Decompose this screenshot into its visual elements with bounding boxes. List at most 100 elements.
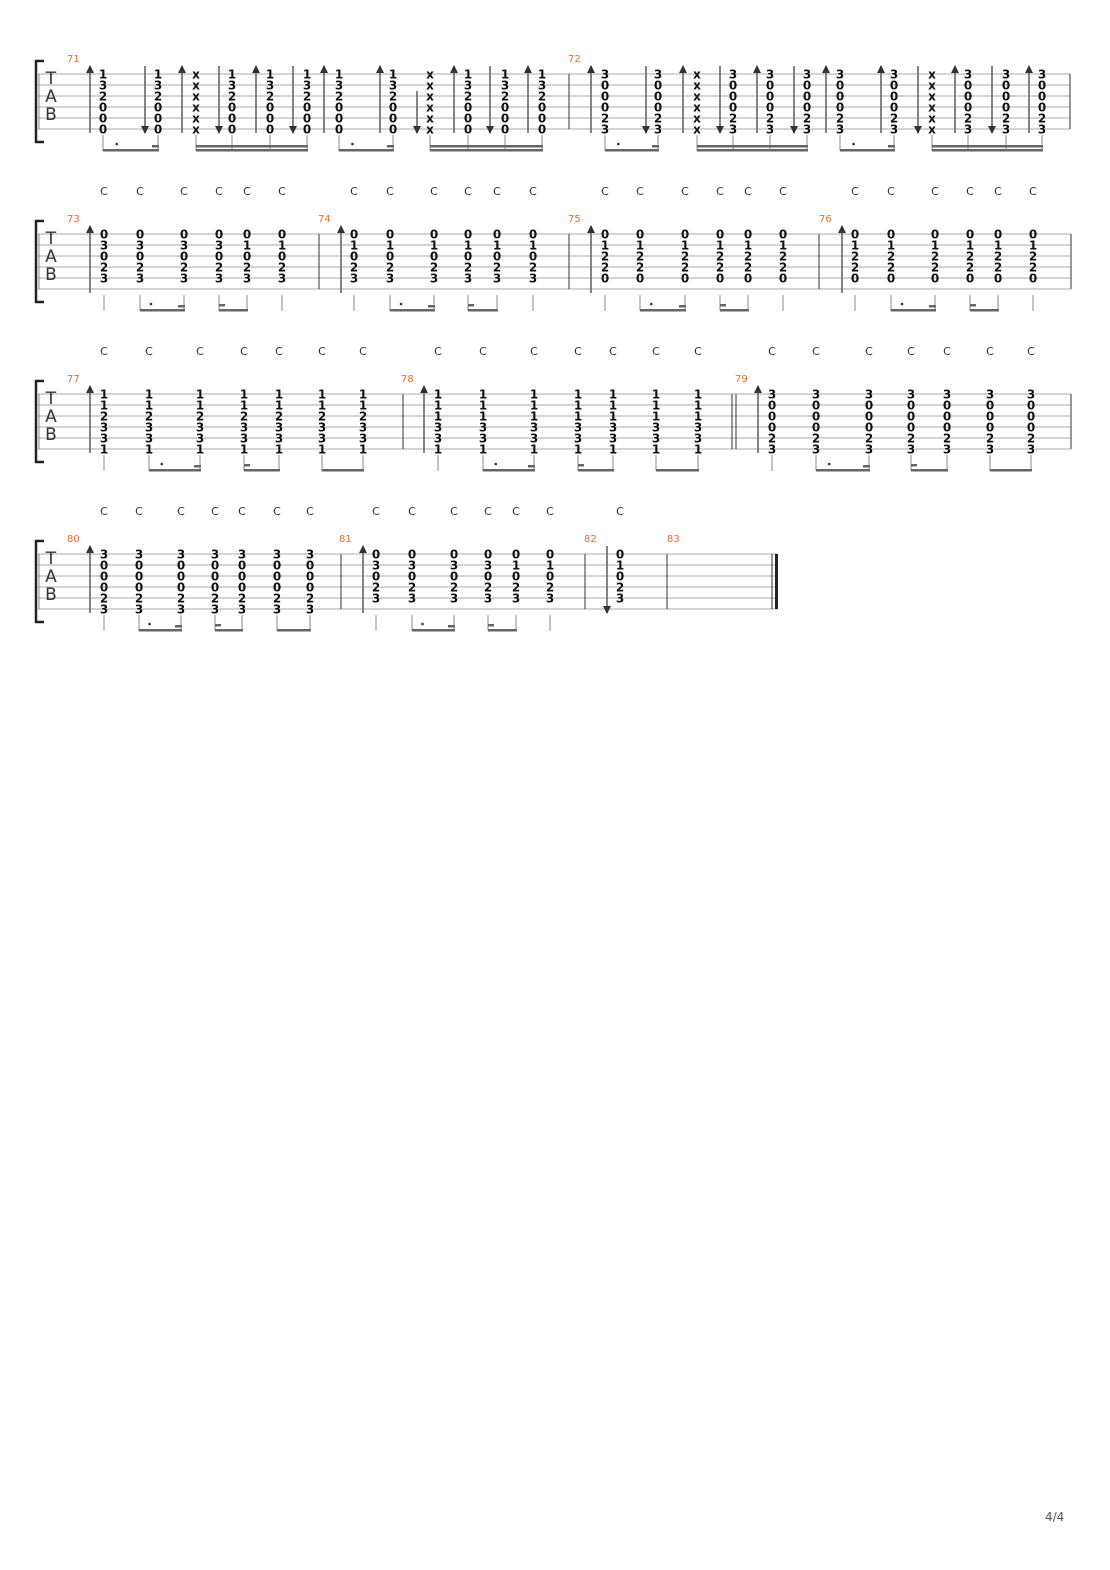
fret-number: 0 [966, 272, 974, 286]
beam [215, 624, 221, 627]
fret-number: 2 [318, 410, 326, 424]
fret-number: 2 [512, 581, 520, 595]
chord-name: C [464, 185, 472, 198]
fret-number: 3 [484, 592, 492, 606]
fret-number: 0 [907, 410, 915, 424]
fret-number: 3 [943, 443, 951, 457]
beam [448, 625, 455, 628]
chord-name: C [986, 345, 994, 358]
fret-number: 3 [100, 432, 108, 446]
fret-number: 3 [177, 603, 185, 617]
fret-number: 0 [601, 79, 609, 93]
fret-number: 3 [464, 272, 472, 286]
tab-clef-letter: T [45, 389, 57, 409]
fret-number: 3 [574, 421, 582, 435]
fret-number: 3 [372, 559, 380, 573]
fret-number: 1 [434, 443, 442, 457]
measure-number: 76 [819, 214, 832, 225]
chord-name: C [994, 185, 1002, 198]
fret-number: 1 [100, 388, 108, 402]
beam [888, 145, 895, 148]
arrow-up-icon [877, 65, 885, 73]
fret-number: 0 [1038, 101, 1046, 115]
beam [219, 309, 248, 312]
fret-number: 3 [652, 432, 660, 446]
fret-number: 0 [943, 421, 951, 435]
arrow-up-icon [420, 385, 428, 393]
dot [649, 302, 653, 306]
fret-number: 2 [779, 261, 787, 275]
chord-name: C [681, 185, 689, 198]
fret-number: 1 [318, 399, 326, 413]
fret-number: 3 [450, 592, 458, 606]
fret-number: 0 [350, 250, 358, 264]
fret-number: 3 [273, 548, 281, 562]
fret-number: 1 [744, 239, 752, 253]
fret-number: 1 [694, 443, 702, 457]
fret-number: 2 [546, 581, 554, 595]
fret-number: 1 [530, 399, 538, 413]
fret-number: 0 [278, 250, 286, 264]
fret-number: 3 [306, 603, 314, 617]
fret-number: 2 [654, 112, 662, 126]
fret-number: 3 [836, 123, 844, 137]
beam [215, 629, 243, 632]
fret-number: 0 [966, 228, 974, 242]
beam [178, 305, 185, 308]
chord-name: C [865, 345, 873, 358]
fret-number: 1 [154, 68, 162, 82]
dot [160, 462, 164, 466]
fret-number: 0 [154, 123, 162, 137]
fret-number: 1 [100, 399, 108, 413]
measure-number: 80 [67, 534, 80, 545]
fret-number: 3 [865, 443, 873, 457]
beam [244, 469, 280, 472]
fret-number: 0 [100, 228, 108, 242]
chord-name: C [278, 185, 286, 198]
tab-clef-letter: A [45, 87, 57, 107]
fret-number: 1 [574, 410, 582, 424]
chord-name: C [386, 185, 394, 198]
fret-number: 1 [479, 443, 487, 457]
fret-number: 0 [386, 250, 394, 264]
beam [929, 305, 936, 308]
fret-number: 0 [768, 399, 776, 413]
fret-number: 0 [306, 570, 314, 584]
fret-number: 0 [430, 228, 438, 242]
fret-number: 1 [359, 388, 367, 402]
fret-number: 0 [768, 410, 776, 424]
fret-number: 3 [766, 123, 774, 137]
fret-number: 2 [681, 261, 689, 275]
fret-number: 0 [812, 421, 820, 435]
fret-number: x [426, 112, 434, 126]
fret-number: 3 [479, 421, 487, 435]
fret-number: 0 [887, 272, 895, 286]
fret-number: 0 [484, 570, 492, 584]
fret-number: 2 [266, 90, 274, 104]
fret-number: 3 [538, 79, 546, 93]
fret-number: 1 [359, 443, 367, 457]
dot [827, 462, 831, 466]
fret-number: x [192, 101, 200, 115]
fret-number: 0 [836, 79, 844, 93]
arrow-up-icon [376, 65, 384, 73]
fret-number: 0 [943, 399, 951, 413]
beam [863, 465, 870, 468]
fret-number: 0 [303, 123, 311, 137]
dot [149, 302, 153, 306]
arrow-down-icon [988, 126, 996, 134]
fret-number: 3 [907, 443, 915, 457]
fret-number: 1 [546, 559, 554, 573]
beam [139, 629, 182, 632]
fret-number: 0 [729, 101, 737, 115]
beam [140, 309, 185, 312]
fret-number: 3 [450, 559, 458, 573]
tab-clef-letter: A [45, 567, 57, 587]
arrow-down-icon [716, 126, 724, 134]
fret-number: 0 [464, 112, 472, 126]
beam [219, 304, 225, 307]
fret-number: 3 [145, 421, 153, 435]
fret-number: 3 [434, 432, 442, 446]
fret-number: 0 [779, 272, 787, 286]
